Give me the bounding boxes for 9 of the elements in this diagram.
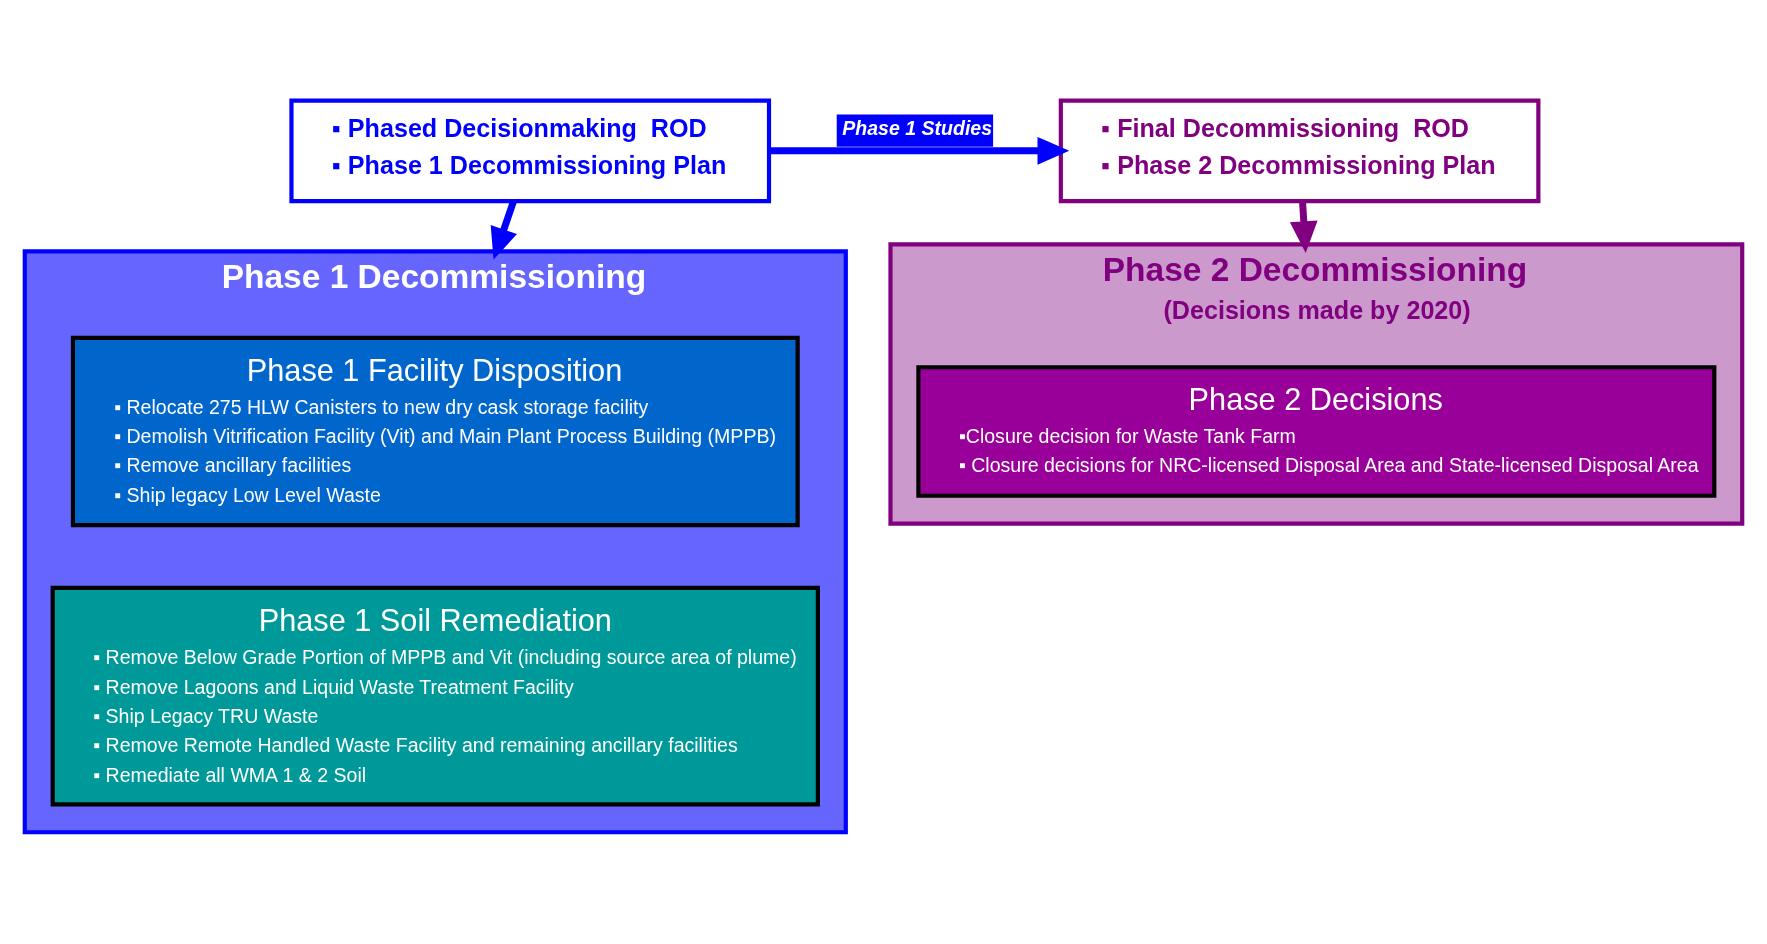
- node-box: ▪ Phased Decisionmaking ROD ▪ Phase 1 Decommissioning Plan: [289, 98, 772, 204]
- node-box: Phase 1 Soil Remediation ▪ Remove Below Grade Portion of MPPB and Vit (including source area of plume) ▪ Remove Lagoons and Liquid Waste Treatment Facility ▪ Ship Legacy TRU Waste ▪ Remove Remote Handled Waste Facility and remaining ancillary facilities ▪ Remediate all WMA 1 & 2 Soil: [50, 585, 820, 807]
- arrow: [490, 200, 517, 260]
- node-box: ▪ Final Decommissioning ROD ▪ Phase 2 Decommissioning Plan: [1058, 98, 1541, 204]
- node-box: Phase 2 Decisions ▪Closure decision for Waste Tank Farm ▪ Closure decisions for NRC-licensed Disposal Area and State-licensed Disposal Area: [916, 365, 1717, 498]
- arrow: [1289, 201, 1318, 254]
- arrow: [769, 136, 1070, 165]
- edge-label: Phase 1 Studies: [842, 117, 993, 140]
- node-box: Phase 1 Facility Disposition ▪ Relocate 275 HLW Canisters to new dry cask storage facility ▪ Demolish Vitrification Facility (Vit) and Main Plant Process Building (MPPB) ▪ Remove ancillary facilities ▪ Ship legacy Low Level Waste: [70, 335, 800, 528]
